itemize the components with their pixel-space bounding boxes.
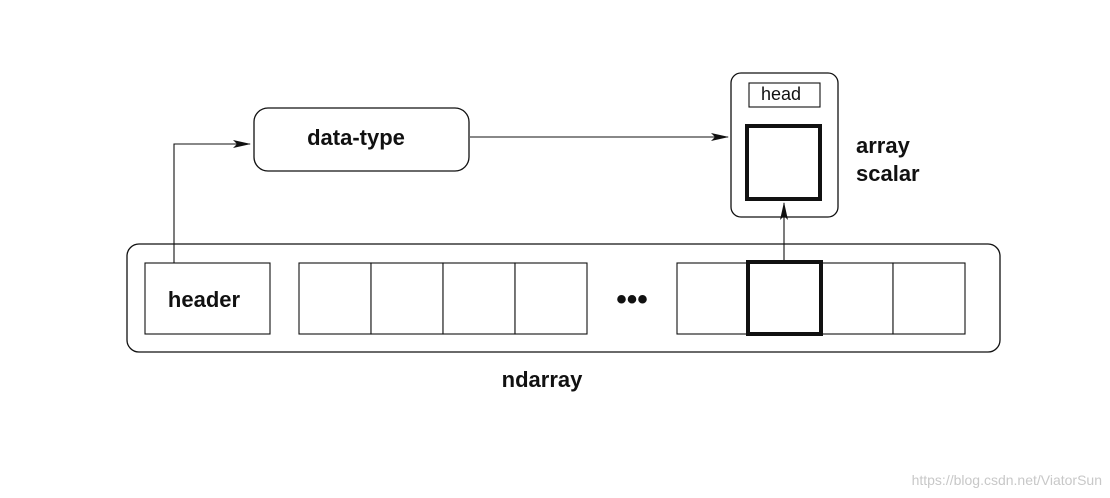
array-scalar-head-label: head (761, 84, 801, 104)
data-cell (676, 262, 750, 335)
data-cell (892, 262, 966, 335)
array-scalar-label-line2: scalar (856, 161, 920, 186)
watermark-url: https://blog.csdn.net/ViatorSun (911, 472, 1102, 488)
data-cell (514, 262, 588, 335)
data-cell (820, 262, 894, 335)
header-to-data-type-arrow (173, 140, 251, 263)
data-cell (370, 262, 444, 335)
data-type-label: data-type (307, 125, 405, 150)
data-cell (442, 262, 516, 335)
header-cell (144, 262, 271, 335)
ndarray-label: ndarray (502, 367, 583, 392)
array-scalar-head-box (748, 82, 821, 108)
header-label: header (168, 287, 241, 312)
data-cell (298, 262, 372, 335)
ellipsis: ••• (616, 283, 648, 316)
array-scalar-value-box (745, 124, 822, 201)
array-scalar-label-line1: array (856, 133, 911, 158)
selected-data-cell (746, 260, 823, 336)
data-type-box (253, 107, 470, 172)
